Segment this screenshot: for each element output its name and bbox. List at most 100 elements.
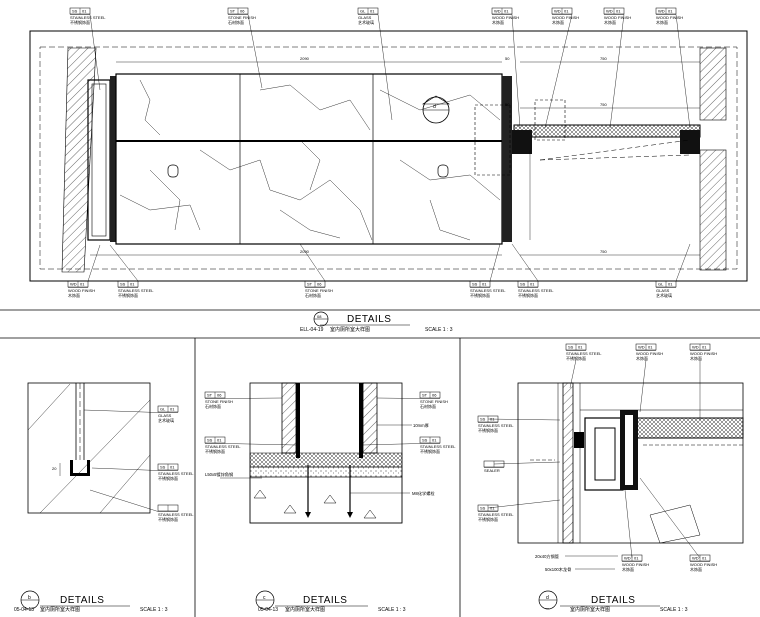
panel-c-tag-1-cn: 不锈钢饰面: [205, 448, 225, 454]
panel-d-tag-1-code: WD: [638, 345, 645, 350]
panel-b-tag-0-code: GL: [160, 407, 166, 412]
panel-c-title: c DETAILS 05-04-13 室内厕所室大样图 SCALE 1 : 3: [255, 590, 406, 613]
panel-b-drawing: 20: [27, 382, 151, 514]
panel-c-notes: 10mm厚 L50x5镀锌角钢 M8化学螺栓: [205, 423, 435, 497]
panel-d-tag-1-name: WOOD FINISH: [636, 351, 663, 356]
panel-b-title: b DETAILS 05-04-13 室内厕所室大样图 SCALE 1 : 3: [14, 590, 168, 613]
main-scale: SCALE 1 : 3: [425, 327, 453, 333]
top-tag-0-num: 01: [82, 9, 87, 14]
panel-d-tag-6-leader: [624, 489, 633, 559]
bottom-tag-4-num: 01: [530, 282, 535, 287]
panel-d-tag-3-leader: [487, 418, 561, 421]
bottom-tag-0-name: WOOD FINISH: [68, 288, 95, 293]
panel-c-tag-3-code: SS: [422, 438, 428, 443]
panel-b-tag-0-leader: [83, 409, 159, 413]
panel-d-tag-1-leader: [639, 359, 647, 413]
top-tag-3-code: WD: [494, 9, 501, 14]
bottom-tag-0-code: WD: [70, 282, 77, 287]
dim-shelf-2: 750: [600, 102, 607, 107]
panel-d-tag-1-cn: 木饰面: [636, 355, 648, 361]
panel-c-tag-1-code: SS: [207, 438, 213, 443]
panel-d-tag-4-name: SEALER: [484, 468, 500, 473]
bottom-tag-2-code: ST: [307, 282, 313, 287]
panel-d-tag-1-num: 01: [648, 345, 653, 350]
bottom-tag-1-code: SS: [120, 282, 126, 287]
panel-b-ref: 05-04-13: [14, 607, 34, 613]
main-title-block: 08 DETAILS ELL-04-19 室内厕所室大样图 SCALE 1 : …: [0, 309, 760, 339]
dim-gap: 50: [505, 56, 510, 61]
panel-d-tag-2-name: WOOD FINISH: [690, 351, 717, 356]
panel-d-tag-7-code: WD: [692, 556, 699, 561]
panel-b-tag-2-name: STAINLESS STEEL: [158, 512, 194, 517]
top-tag-2-leader: [377, 14, 393, 121]
panel-c-tag-2-name: STONE FINISH: [420, 399, 448, 404]
top-tag-0-cn: 不锈钢饰面: [70, 19, 90, 25]
top-tag-0-leader: [89, 14, 101, 91]
left-wall-hatch: [61, 47, 97, 273]
top-tag-4-name: WOOD FINISH: [552, 15, 579, 20]
bottom-tag-4-name: STAINLESS STEEL: [518, 288, 554, 293]
top-tag-1-name: STONE FINISH: [228, 15, 256, 20]
top-tag-1-cn: 石材饰面: [228, 19, 244, 25]
panel-d-letter: d: [546, 595, 549, 601]
panel-d-tag-0-leader: [569, 359, 577, 389]
bottom-tag-1-name: STAINLESS STEEL: [118, 288, 154, 293]
panel-c-tag-3-name: STAINLESS STEEL: [420, 444, 456, 449]
panel-c-tag-1-name: STAINLESS STEEL: [205, 444, 241, 449]
panel-b-tag-0-num: 01: [170, 407, 175, 412]
main-plan: 2090 50 750 50 750 2090 750 d: [29, 30, 748, 282]
panel-c-tag-2-cn: 石材饰面: [420, 403, 436, 409]
bottom-tag-0-leader: [87, 244, 101, 282]
top-tag-2-code: GL: [360, 9, 366, 14]
top-tag-3-num: 01: [504, 9, 509, 14]
panel-d-tag-0-cn: 不锈钢饰面: [566, 355, 586, 361]
panel-d-tag-5-num: 01: [490, 506, 495, 511]
top-tag-2-cn: 艺术玻璃: [358, 19, 374, 25]
panel-c-ref: 05-04-13: [258, 607, 278, 613]
panel-b-tag-1-cn: 不锈钢饰面: [158, 475, 178, 481]
panel-c-tag-3-cn: 不锈钢饰面: [420, 448, 440, 454]
panel-d-subtitle: 室内厕所室大样图: [570, 606, 610, 613]
bottom-tag-0-num: 01: [80, 282, 85, 287]
bottom-tag-0-cn: 木饰面: [68, 292, 80, 298]
panel-b-tag-2-leader: [89, 489, 159, 512]
top-tag-4-leader: [544, 14, 573, 129]
panel-d-scale: SCALE 1 : 3: [660, 607, 688, 613]
panel-d-drawing: [517, 382, 744, 544]
panel-c-note-3: M8化学螺栓: [412, 490, 435, 497]
panel-d-tag-3-cn: 不锈钢饰面: [478, 427, 498, 433]
panel-b-subtitle: 室内厕所室大样图: [40, 606, 80, 613]
main-subtitle: 室内厕所室大样图: [330, 326, 370, 333]
panel-d-ref: —: [545, 605, 549, 610]
panel-b-letter: b: [28, 595, 31, 601]
bottom-tag-1-leader: [109, 244, 139, 282]
top-tag-4-code: WD: [554, 9, 561, 14]
panel-c-subtitle: 室内厕所室大样图: [285, 606, 325, 613]
panel-b-tag-1-code: SS: [160, 465, 166, 470]
panel-d-tag-4-leader: [493, 461, 561, 465]
top-tag-3-cn: 木饰面: [492, 19, 504, 25]
panel-d-tag-5-leader: [487, 499, 561, 509]
top-tag-1-code: ST: [230, 9, 236, 14]
panel-d-tag-7-leader: [639, 477, 701, 559]
top-tag-0-name: STAINLESS STEEL: [70, 15, 106, 20]
panel-c-note-1: 10mm厚: [413, 423, 429, 429]
panel-d-tag-6-code: WD: [624, 556, 631, 561]
top-tag-6-name: WOOD FINISH: [656, 15, 683, 20]
panel-d-tag-5-cn: 不锈钢饰面: [478, 516, 498, 522]
top-tag-5-cn: 木饰面: [604, 19, 616, 25]
panel-d-details-title: DETAILS: [591, 595, 635, 606]
panel-d-tag-3-code: SS: [480, 417, 486, 422]
panel-d-tag-2-num: 01: [702, 345, 707, 350]
top-tag-2-name: GLASS: [358, 15, 372, 20]
panel-b-tag-0-cn: 艺术玻璃: [158, 417, 174, 423]
panel-d-title: d — DETAILS 室内厕所室大样图 SCALE 1 : 3: [538, 590, 688, 613]
panel-c-tag-3-leader: [362, 443, 421, 446]
top-tag-1-leader: [247, 14, 263, 89]
top-tag-4-num: 01: [564, 9, 569, 14]
top-tag-6-cn: 木饰面: [656, 19, 668, 25]
top-tag-3-name: WOOD FINISH: [492, 15, 519, 20]
